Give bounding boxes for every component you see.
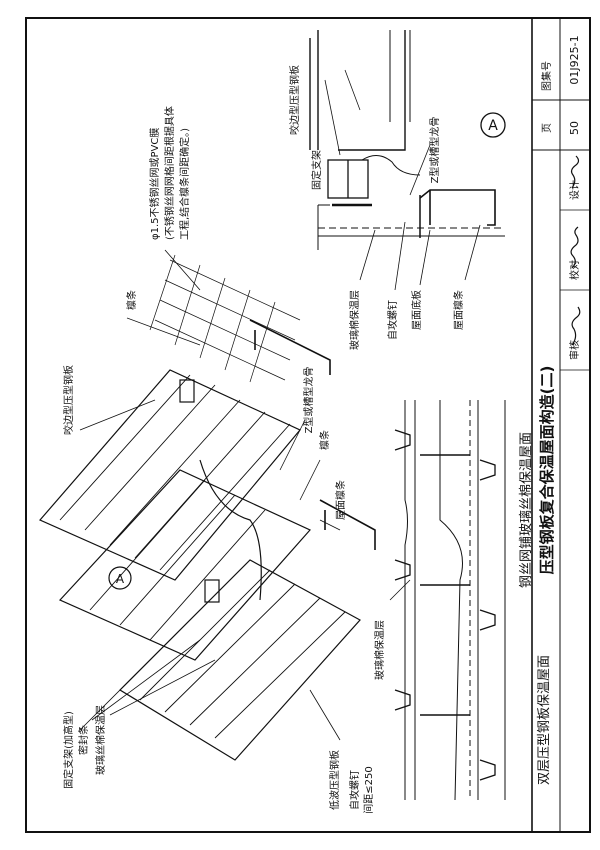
iso-spacing-label: 间距≤250 bbox=[362, 766, 375, 813]
detail-a-z-purlin: Z型或槽型龙骨 bbox=[428, 117, 441, 184]
mesh-note-line-3: 工程,结合檩条间距确定。) bbox=[178, 128, 191, 240]
atlas-label: 图集号 bbox=[540, 61, 553, 91]
iso-fixed-bracket-label: 固定支架(加高型) bbox=[62, 711, 75, 789]
atlas-number: 01J925-1 bbox=[568, 35, 581, 84]
detail-a-glass-wool: 玻璃棉保温层 bbox=[348, 290, 361, 350]
isometric-view: A 檩条 咬边型压型钢板 Z型或槽型龙骨 檩条 屋面檩条 固定支架(加高型) 密… bbox=[39, 254, 552, 814]
iso-sealing-strip-label: 密封条 bbox=[77, 725, 90, 755]
title-block: 压型钢板复合保温屋面构造(二) 图集号 01J925-1 页 50 审核 校对 … bbox=[531, 18, 590, 832]
detail-a-marker-letter: A bbox=[488, 118, 498, 134]
detail-a-fixed-bracket: 固定支架 bbox=[310, 150, 323, 190]
iso-marker-letter: A bbox=[116, 572, 125, 586]
design-label: 设计 bbox=[568, 180, 581, 200]
page-number: 50 bbox=[568, 121, 581, 135]
detail-a-screw: 自攻螺钉 bbox=[386, 300, 399, 340]
iso-glass-wool-label: 玻璃丝棉保温层 bbox=[94, 705, 107, 775]
detail-a-base-panel: 屋面底板 bbox=[410, 290, 423, 330]
iso-purlin2-label: 檩条 bbox=[318, 430, 331, 450]
iso-z-purlin-label: Z型或槽型龙骨 bbox=[302, 367, 315, 434]
iso-roof-purlin-label: 屋面檩条 bbox=[334, 480, 347, 520]
check-signature bbox=[570, 226, 579, 269]
sheet-title: 压型钢板复合保温屋面构造(二) bbox=[538, 366, 556, 575]
detail-a-marker bbox=[480, 112, 506, 138]
mesh-note: φ1.5不锈钢丝网或PVC膜 (不锈钢丝网网格间距根据具体 工程,结合檩条间距确… bbox=[148, 106, 201, 291]
mesh-note-line-2: (不锈钢丝网网格间距根据具体 bbox=[163, 106, 176, 240]
detail-a-roof-purlin: 屋面檩条 bbox=[452, 290, 465, 330]
iso-screw-label: 自攻螺钉 bbox=[348, 770, 361, 810]
review-signature bbox=[571, 306, 581, 346]
mesh-section-glass-wool: 玻璃棉保温层 bbox=[373, 620, 386, 680]
check-label: 校对 bbox=[568, 260, 581, 280]
detail-a: A 咬边型压型钢板 固定支架 Z型或槽型龙骨 玻璃棉保温层 自攻螺钉 屋面底板 … bbox=[288, 30, 506, 350]
iso-purlin-label: 檩条 bbox=[125, 290, 138, 310]
mesh-section: 玻璃棉保温层 钢丝网铺玻璃丝棉保温屋面 bbox=[373, 400, 534, 801]
review-label: 审核 bbox=[568, 340, 581, 360]
iso-seam-panel-label: 咬边型压型钢板 bbox=[62, 365, 75, 435]
sheet-frame bbox=[25, 17, 591, 833]
design-signature bbox=[570, 155, 580, 189]
detail-a-seam-panel: 咬边型压型钢板 bbox=[288, 65, 301, 135]
iso-marker bbox=[108, 566, 132, 590]
page-label: 页 bbox=[541, 123, 553, 133]
iso-view-title: 双层压型钢板保温屋面 bbox=[537, 655, 552, 785]
mesh-note-line-1: φ1.5不锈钢丝网或PVC膜 bbox=[148, 128, 161, 240]
iso-low-wave-panel-label: 低波压型钢板 bbox=[328, 750, 341, 810]
mesh-section-title: 钢丝网铺玻璃丝棉保温屋面 bbox=[519, 432, 534, 588]
